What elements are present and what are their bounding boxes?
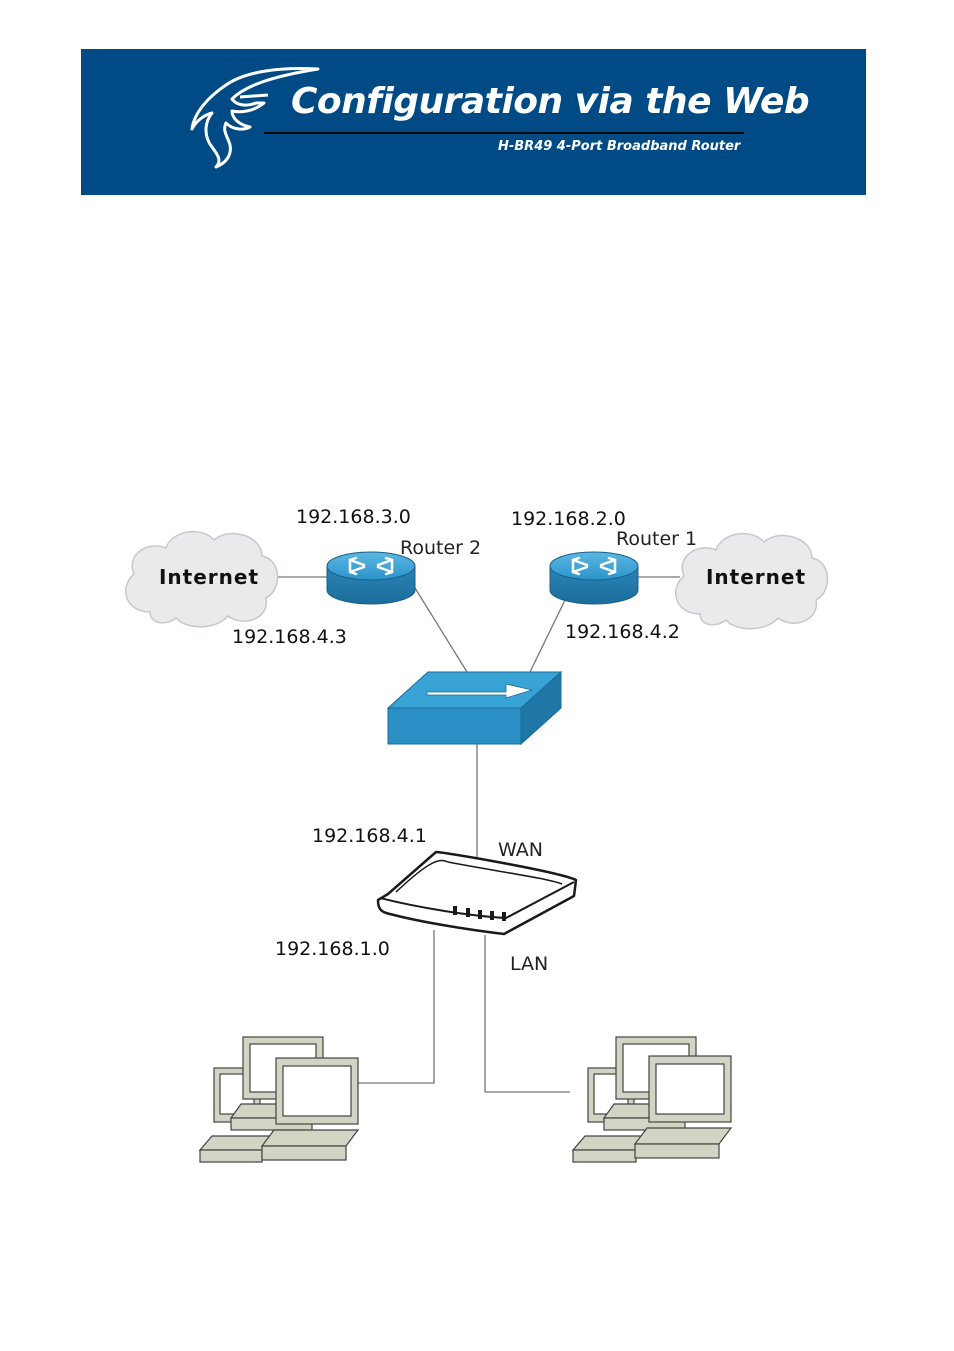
lan-label: LAN <box>510 953 548 975</box>
computer-group-right <box>573 1037 731 1162</box>
router-2-label: Router 2 <box>400 537 481 559</box>
router-1-network-label: 192.168.2.0 <box>511 508 626 530</box>
router-1-label: Router 1 <box>616 528 697 550</box>
router-2-network-label: 192.168.3.0 <box>296 506 411 528</box>
internet-cloud-left: Internet <box>126 532 278 627</box>
router-1-icon <box>550 552 638 604</box>
lan-network-label: 192.168.1.0 <box>275 938 390 960</box>
internet-label-left: Internet <box>159 565 259 589</box>
wan-label: WAN <box>498 839 543 861</box>
network-switch-icon <box>388 672 561 744</box>
router-1-ip-label: 192.168.4.2 <box>565 621 680 643</box>
internet-cloud-right: Internet <box>676 534 828 629</box>
wan-ip-label: 192.168.4.1 <box>312 825 427 847</box>
computer-group-left <box>200 1037 358 1162</box>
router-2-icon <box>327 552 415 604</box>
internet-label-right: Internet <box>706 565 806 589</box>
router-2-ip-label: 192.168.4.3 <box>232 626 347 648</box>
broadband-router-icon <box>378 852 576 934</box>
